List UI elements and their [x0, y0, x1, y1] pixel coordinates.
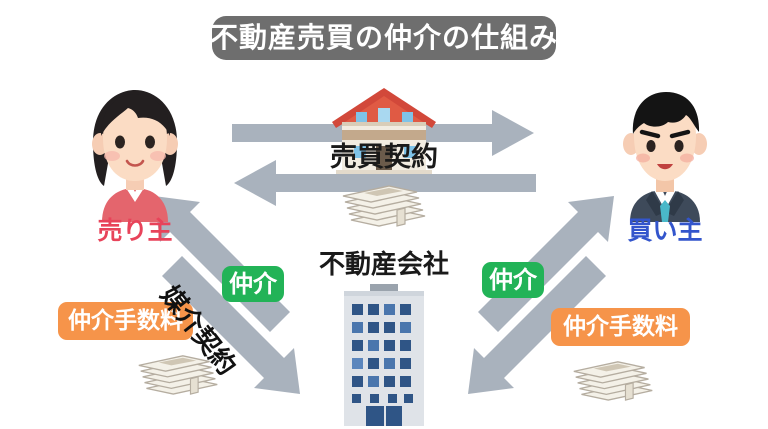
- actor-seller-label: 売り主: [97, 216, 173, 245]
- arrow-buyer-to-company: [468, 256, 606, 394]
- actor-buyer-label: 買い主: [627, 216, 703, 245]
- man-avatar: [623, 92, 707, 222]
- house-icon: [332, 88, 436, 174]
- office-building-icon: [344, 284, 424, 426]
- arrow-seller-to-company: [162, 256, 300, 394]
- actor-buyer: 買い主: [590, 82, 740, 252]
- badge-brokerage-right: 仲介: [482, 262, 544, 298]
- badge-brokerage-left: 仲介: [222, 266, 284, 302]
- woman-avatar: [92, 90, 178, 222]
- company-label: 不動産会社: [318, 250, 449, 280]
- page-title-text: 不動産売買の仲介の仕組み: [210, 21, 559, 54]
- money-stack-icon-left: [138, 355, 218, 395]
- badge-brokerage-left-text: 仲介: [229, 270, 277, 298]
- money-stack-icon: [342, 185, 426, 227]
- arrow-company-to-buyer: [478, 196, 614, 332]
- badge-fee-right: 仲介手数料: [551, 308, 690, 346]
- badge-brokerage-right-text: 仲介: [489, 266, 537, 294]
- badge-fee-right-text: 仲介手数料: [563, 313, 678, 340]
- actor-seller: 売り主: [60, 82, 210, 252]
- page-title: 不動産売買の仲介の仕組み: [210, 16, 559, 60]
- money-stack-icon-right: [573, 361, 653, 401]
- badge-fee-left-text: 仲介手数料: [68, 307, 183, 334]
- badge-fee-left: 仲介手数料: [58, 302, 193, 340]
- sale-contract-label: 売買契約: [330, 142, 438, 173]
- arrow-money-to-seller: [234, 160, 536, 206]
